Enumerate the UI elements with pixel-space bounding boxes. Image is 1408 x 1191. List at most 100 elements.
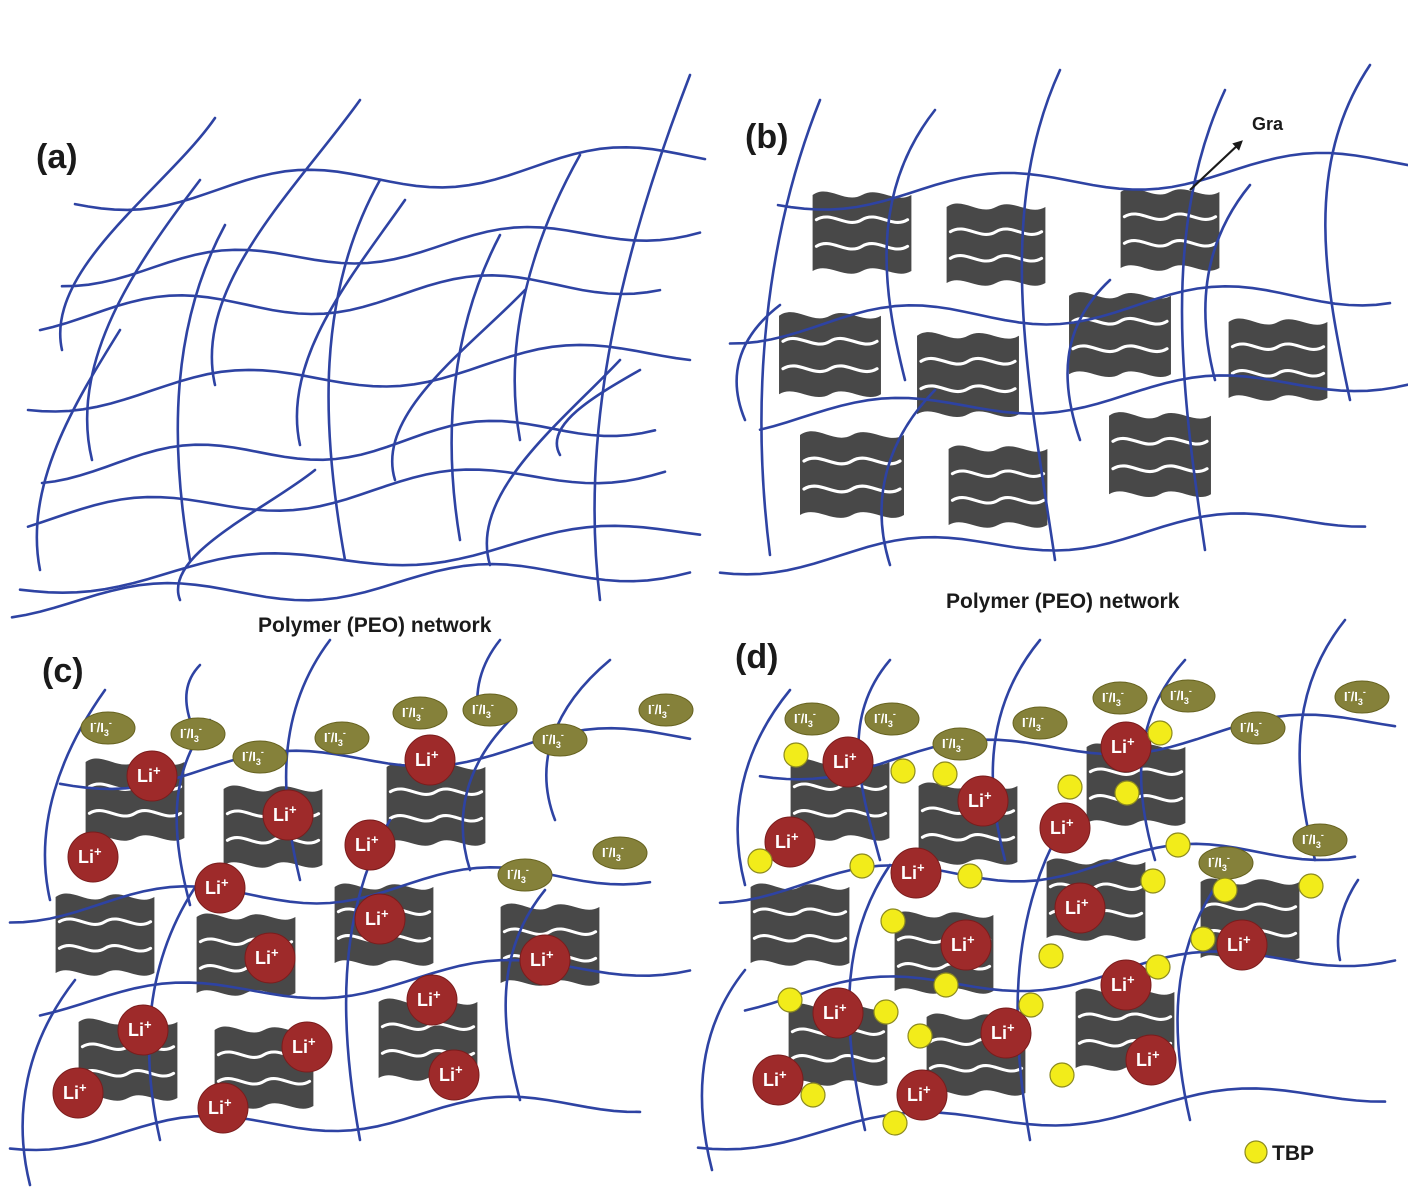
iodide-triiodide-ion: I-/I3- xyxy=(1230,711,1286,745)
iodide-ion-ellipse xyxy=(1230,711,1286,745)
iodide-ion-ellipse xyxy=(638,693,694,727)
iodide-ion-ellipse xyxy=(1334,680,1390,714)
tbp-molecule xyxy=(1018,992,1044,1018)
lithium-ion: Li+ xyxy=(126,750,178,802)
lithium-ion-circle xyxy=(354,893,406,945)
iodide-ion-label: I-/I3- xyxy=(402,703,424,723)
lithium-ion-circle xyxy=(980,1007,1032,1059)
tbp-molecule xyxy=(932,761,958,787)
iodide-ion-label: I-/I3- xyxy=(90,718,112,738)
tbp-molecule xyxy=(1147,720,1173,746)
lithium-ion: Li+ xyxy=(67,831,119,883)
iodide-ions-c: I-/I3-I-/I3-I-/I3-I-/I3-I-/I3-I-/I3-I-/I… xyxy=(80,693,694,892)
polymer-chain xyxy=(743,950,1397,1012)
lithium-ion: Li+ xyxy=(1054,882,1106,934)
lithium-ion-circle xyxy=(1216,919,1268,971)
lithium-ions-c: Li+Li+Li+Li+Li+Li+Li+Li+Li+Li+Li+Li+Li+L… xyxy=(52,734,571,1134)
iodide-ion-ellipse xyxy=(232,740,288,774)
iodide-triiodide-ion: I-/I3- xyxy=(1292,823,1348,857)
iodide-triiodide-ion: I-/I3- xyxy=(864,702,920,736)
polymer-chain xyxy=(760,98,822,557)
polymer-chain xyxy=(1324,63,1372,402)
lithium-ion: Li+ xyxy=(896,1069,948,1121)
polymer-chain xyxy=(147,878,202,1142)
panel-b: (b) Gra Polymer (PEO) network xyxy=(718,63,1408,613)
iodide-ion-ellipse xyxy=(1012,706,1068,740)
polymer-chain xyxy=(58,116,217,352)
polymer-chain xyxy=(1180,88,1227,552)
tbp-molecule xyxy=(957,863,983,889)
lithium-ion-circle xyxy=(404,734,456,786)
panel-label-d: (d) xyxy=(735,638,778,676)
lithium-ion-circle xyxy=(344,819,396,871)
graphene-sheet xyxy=(54,891,156,978)
polymer-chain xyxy=(555,368,642,457)
polymer-chain xyxy=(38,273,662,332)
polymer-network-a xyxy=(10,73,707,619)
tbp-molecule xyxy=(1038,943,1064,969)
panel-a: (a) Polymer (PEO) network xyxy=(10,73,707,637)
lithium-ion: Li+ xyxy=(957,775,1009,827)
iodide-triiodide-ion: I-/I3- xyxy=(80,711,136,745)
lithium-ion-circle xyxy=(1125,1034,1177,1086)
lithium-ion-circle xyxy=(67,831,119,883)
lithium-ion: Li+ xyxy=(262,789,314,841)
panel-label-c: (c) xyxy=(42,652,84,690)
tbp-molecule xyxy=(1145,954,1171,980)
iodide-ion-ellipse xyxy=(392,696,448,730)
polymer-chain xyxy=(513,153,582,442)
polymer-chain xyxy=(736,688,792,887)
polymer-chain xyxy=(1176,878,1222,1122)
polymer-chain xyxy=(40,419,657,485)
lithium-ion-circle xyxy=(812,987,864,1039)
iodide-triiodide-ion: I-/I3- xyxy=(497,858,553,892)
polymer-chain xyxy=(880,388,937,567)
iodide-ion-label: I-/I3- xyxy=(942,734,964,754)
polymer-chain xyxy=(450,233,502,542)
lithium-ion: Li+ xyxy=(244,932,296,984)
polymer-chain xyxy=(43,688,107,902)
polymer-chain xyxy=(38,958,692,1017)
iodide-ion-label: I-/I3- xyxy=(1240,718,1262,738)
iodide-ions-d: I-/I3-I-/I3-I-/I3-I-/I3-I-/I3-I-/I3-I-/I… xyxy=(784,679,1390,880)
iodide-triiodide-ion: I-/I3- xyxy=(1334,680,1390,714)
polymer-chain xyxy=(1066,278,1112,442)
iodide-triiodide-ion: I-/I3- xyxy=(1198,846,1254,880)
polymer-chain xyxy=(758,374,1408,431)
iodide-triiodide-ion: I-/I3- xyxy=(638,693,694,727)
polymer-chain xyxy=(10,562,692,619)
iodide-ion-ellipse xyxy=(592,836,648,870)
graphene-sheet xyxy=(945,201,1047,288)
polymer-chain xyxy=(26,468,667,528)
lithium-ion-circle xyxy=(896,1069,948,1121)
lithium-ion: Li+ xyxy=(354,893,406,945)
polymer-chain xyxy=(1016,828,1062,1142)
lithium-ion-circle xyxy=(822,736,874,788)
polymer-chain xyxy=(73,145,707,212)
lithium-ion: Li+ xyxy=(940,919,992,971)
graphene-sheet xyxy=(798,429,906,520)
polymer-chain xyxy=(327,178,382,562)
lithium-ion-circle xyxy=(197,1082,249,1134)
iodide-triiodide-ion: I-/I3- xyxy=(232,740,288,774)
tbp-legend-marker xyxy=(1244,1140,1268,1164)
lithium-ion-circle xyxy=(957,775,1009,827)
lithium-ion-circle xyxy=(940,919,992,971)
lithium-ion-circle xyxy=(1100,959,1152,1011)
lithium-ion: Li+ xyxy=(764,816,816,868)
lithium-ion: Li+ xyxy=(406,974,458,1026)
lithium-ion-circle xyxy=(281,1021,333,1073)
polymer-chain xyxy=(85,178,202,462)
polymer-chain xyxy=(593,73,692,602)
tbp-molecule xyxy=(1212,877,1238,903)
polymer-chain xyxy=(391,288,527,482)
polymer-chain xyxy=(718,512,1367,576)
lithium-ion-circle xyxy=(752,1054,804,1106)
lithium-ion-circle xyxy=(244,932,296,984)
iodide-ion-ellipse xyxy=(314,721,370,755)
lithium-ion: Li+ xyxy=(812,987,864,1039)
lithium-ion-circle xyxy=(890,847,942,899)
polymer-chain xyxy=(735,303,782,422)
iodide-ion-ellipse xyxy=(1092,681,1148,715)
lithium-ion: Li+ xyxy=(1100,721,1152,773)
